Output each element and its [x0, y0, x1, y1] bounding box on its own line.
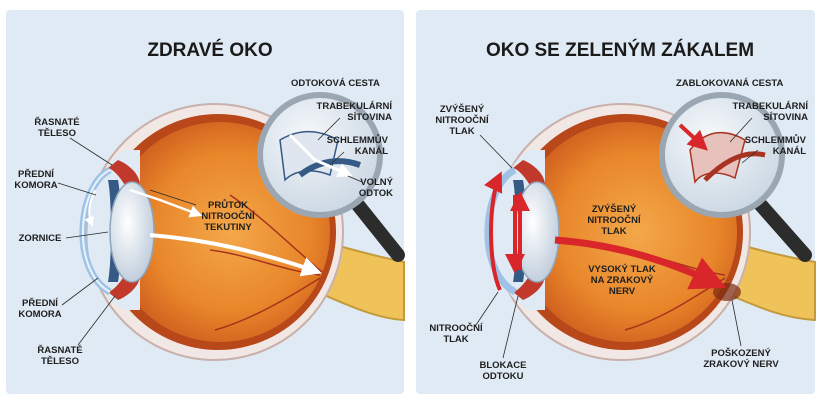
svg-text:BLOKACE: BLOKACE	[480, 360, 527, 371]
svg-text:KOMORA: KOMORA	[18, 309, 61, 320]
svg-text:TRABEKULÁRNÍ: TRABEKULÁRNÍ	[733, 101, 809, 112]
svg-text:TEKUTINY: TEKUTINY	[204, 222, 252, 233]
svg-text:ŘASNATÉ: ŘASNATÉ	[34, 116, 79, 128]
svg-text:PŘEDNÍ: PŘEDNÍ	[22, 297, 58, 309]
svg-text:ZVÝŠENÝ: ZVÝŠENÝ	[592, 203, 637, 215]
svg-text:TĚLESO: TĚLESO	[38, 127, 76, 139]
svg-text:TĚLESO: TĚLESO	[41, 355, 79, 367]
svg-text:PŘEDNÍ: PŘEDNÍ	[18, 168, 54, 180]
healthy-eye-panel: ZDRAVÉ OKO OD	[6, 10, 404, 394]
svg-text:SÍTOVINA: SÍTOVINA	[347, 112, 392, 123]
svg-text:VOLNÝ: VOLNÝ	[360, 176, 393, 188]
svg-text:SÍTOVINA: SÍTOVINA	[763, 112, 808, 123]
healthy-title: ZDRAVÉ OKO	[147, 39, 272, 61]
svg-text:NITROOČNÍ: NITROOČNÍ	[587, 214, 641, 226]
svg-text:ZRAKOVÝ NERV: ZRAKOVÝ NERV	[703, 358, 779, 370]
svg-text:PRŮTOK: PRŮTOK	[208, 199, 248, 211]
svg-text:KANÁL: KANÁL	[773, 146, 806, 157]
svg-text:VYSOKÝ TLAK: VYSOKÝ TLAK	[588, 263, 656, 275]
svg-text:ZVÝŠENÝ: ZVÝŠENÝ	[440, 103, 485, 115]
svg-text:KOMORA: KOMORA	[14, 180, 57, 191]
svg-text:ODTOKU: ODTOKU	[483, 371, 524, 382]
svg-text:SCHLEMMŮV: SCHLEMMŮV	[327, 134, 389, 146]
svg-text:ŘASNATÉ: ŘASNATÉ	[37, 344, 82, 356]
svg-text:ODTOK: ODTOK	[359, 188, 393, 199]
svg-text:NITROOČNÍ: NITROOČNÍ	[201, 210, 255, 222]
inset-title-healthy: ODTOKOVÁ CESTA	[291, 78, 380, 89]
svg-text:NERV: NERV	[609, 286, 636, 297]
svg-text:TLAK: TLAK	[601, 226, 626, 237]
glaucoma-title: OKO SE ZELENÝM ZÁKALEM	[486, 39, 754, 61]
svg-text:SCHLEMMŮV: SCHLEMMŮV	[745, 134, 807, 146]
svg-text:KANÁL: KANÁL	[355, 146, 388, 157]
svg-text:TRABEKULÁRNÍ: TRABEKULÁRNÍ	[317, 101, 393, 112]
svg-text:POŠKOZENÝ: POŠKOZENÝ	[711, 347, 771, 359]
inset-title-glaucoma: ZABLOKOVANÁ CESTA	[676, 78, 783, 89]
glaucoma-eye-panel: OKO SE ZELENÝM ZÁKALEM ZABLOKOVANÁ CESTA…	[416, 10, 815, 394]
svg-text:TLAK: TLAK	[449, 126, 474, 137]
svg-text:ZORNICE: ZORNICE	[19, 233, 62, 244]
svg-text:TLAK: TLAK	[443, 334, 468, 345]
svg-text:NITROOČNÍ: NITROOČNÍ	[429, 322, 483, 334]
svg-text:NITROOČNÍ: NITROOČNÍ	[435, 114, 489, 126]
svg-text:NA ZRAKOVÝ: NA ZRAKOVÝ	[591, 274, 654, 286]
